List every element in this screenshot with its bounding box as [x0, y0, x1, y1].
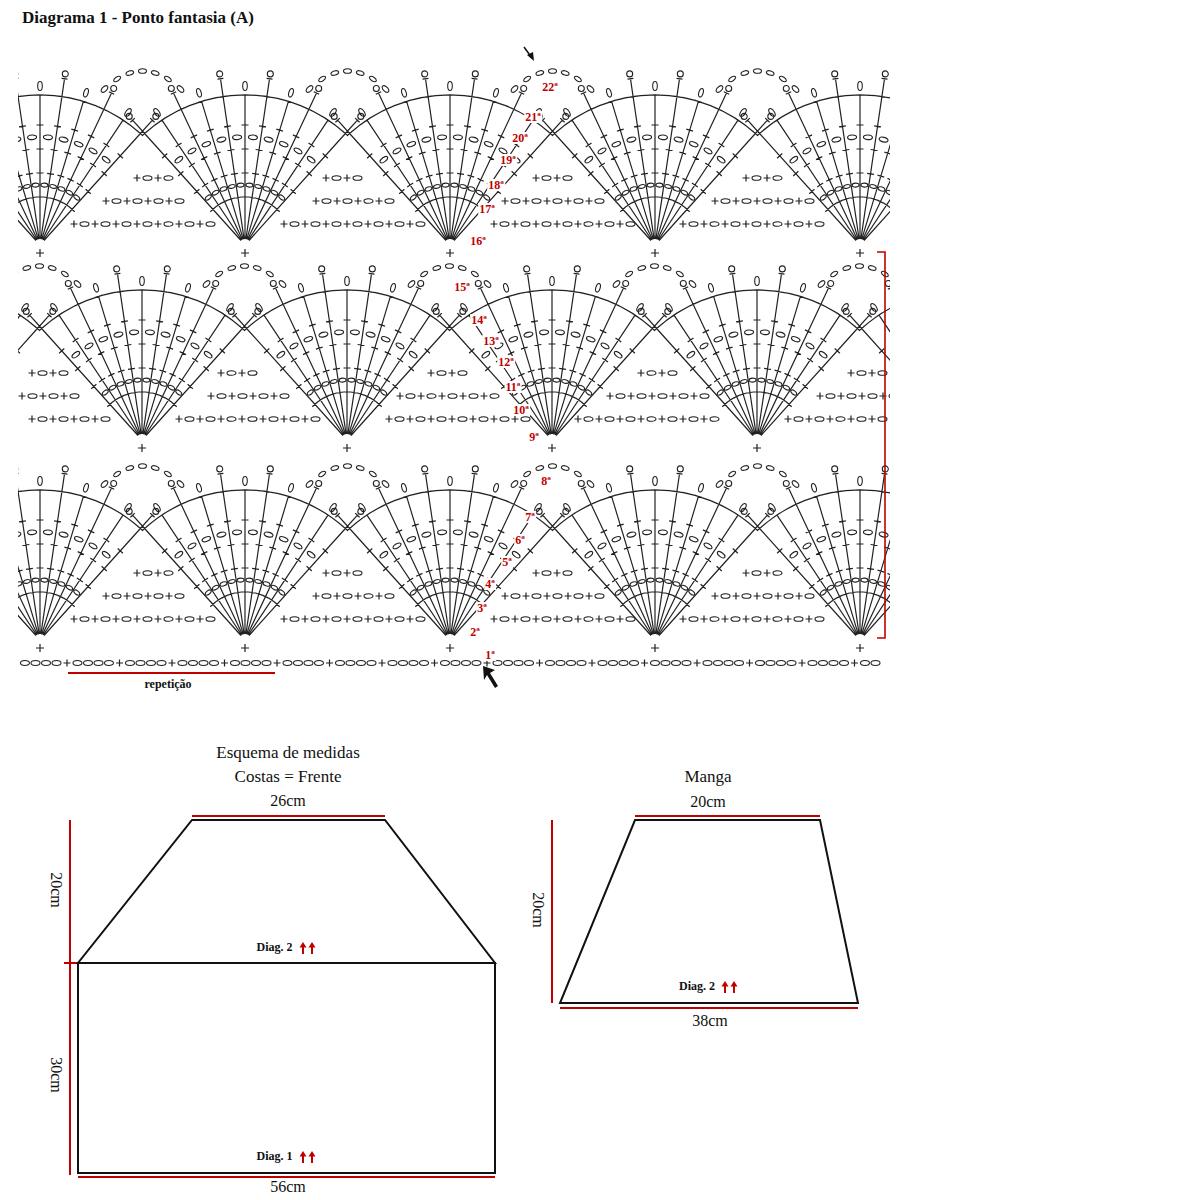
start-arrow — [483, 666, 498, 688]
dimension-label: 20cm — [48, 872, 64, 908]
row-number: 4ª — [484, 578, 496, 590]
direction-arrows — [299, 1150, 317, 1164]
row-number: 1ª — [484, 649, 496, 661]
row-number: 14ª — [470, 314, 488, 326]
row-number: 5ª — [501, 556, 513, 568]
row-number: 12ª — [497, 356, 515, 368]
row-number: 10ª — [512, 404, 530, 416]
repeat-label: repetição — [144, 678, 191, 690]
diagram-reference: Diag. 2 — [257, 940, 293, 955]
row-number: 6ª — [514, 534, 526, 546]
row-number: 19ª — [499, 154, 517, 166]
row-number: 21ª — [524, 111, 542, 123]
arrow-head — [722, 981, 738, 987]
dimension-line — [69, 820, 71, 1175]
repeat-underline — [68, 672, 275, 674]
dimension-label: 38cm — [692, 1013, 728, 1029]
direction-arrows — [299, 941, 317, 955]
piece-label-group: Diag. 1 — [257, 1149, 317, 1164]
dimension-label: 26cm — [270, 793, 306, 809]
dimension-tick — [64, 962, 78, 964]
stitch-chart — [18, 69, 890, 667]
pattern-piece: Diag. 2 — [560, 820, 858, 1003]
dimension-line — [635, 815, 820, 817]
dimension-line — [78, 1176, 495, 1178]
row-number: 20ª — [511, 132, 529, 144]
piece-outline-shape — [78, 820, 495, 963]
dimension-label: 20cm — [530, 892, 546, 928]
row-number: 15ª — [453, 281, 471, 293]
chart-title: Diagrama 1 - Ponto fantasia (A) — [22, 9, 254, 26]
piece-label-group: Diag. 2 — [257, 940, 317, 955]
row-number: 7ª — [524, 511, 536, 523]
piece-label-group: Diag. 2 — [679, 979, 739, 994]
schema-heading: Esquema de medidas — [216, 744, 360, 761]
row-number: 22ª — [541, 81, 559, 93]
piece-outline — [78, 963, 495, 1173]
row-number: 2ª — [469, 626, 481, 638]
dimension-label: 20cm — [690, 794, 726, 810]
pattern-piece: Diag. 1 — [78, 963, 495, 1173]
schema-subheading: Costas = Frente — [235, 768, 342, 785]
piece-outline-shape — [78, 963, 495, 1173]
row-number: 11ª — [505, 381, 522, 393]
dimension-line — [560, 1007, 858, 1009]
direction-arrows — [721, 980, 739, 994]
dimension-line — [192, 815, 385, 817]
repeat-bracket — [877, 252, 885, 638]
dimension-line — [551, 820, 553, 1003]
row-number: 3ª — [476, 602, 488, 614]
row-number: 18ª — [487, 179, 505, 191]
end-arrow-head — [527, 52, 534, 61]
row-number: 17ª — [478, 203, 496, 215]
sleeve-heading: Manga — [684, 768, 731, 785]
row-number: 8ª — [540, 475, 552, 487]
dimension-label: 30cm — [48, 1057, 64, 1093]
chain-stitches — [18, 69, 890, 666]
diagram-reference: Diag. 1 — [257, 1149, 293, 1164]
diagram-reference: Diag. 2 — [679, 979, 715, 994]
arrow-head — [299, 942, 315, 948]
row-number: 13ª — [482, 335, 500, 347]
piece-outline-shape — [560, 820, 858, 1003]
dimension-label: 56cm — [270, 1179, 306, 1195]
row-number: 16ª — [469, 235, 487, 247]
pattern-piece: Diag. 2 — [78, 820, 495, 963]
arrow-head — [299, 1151, 315, 1157]
row-number: 9ª — [528, 431, 540, 443]
piece-outline — [560, 820, 858, 1003]
